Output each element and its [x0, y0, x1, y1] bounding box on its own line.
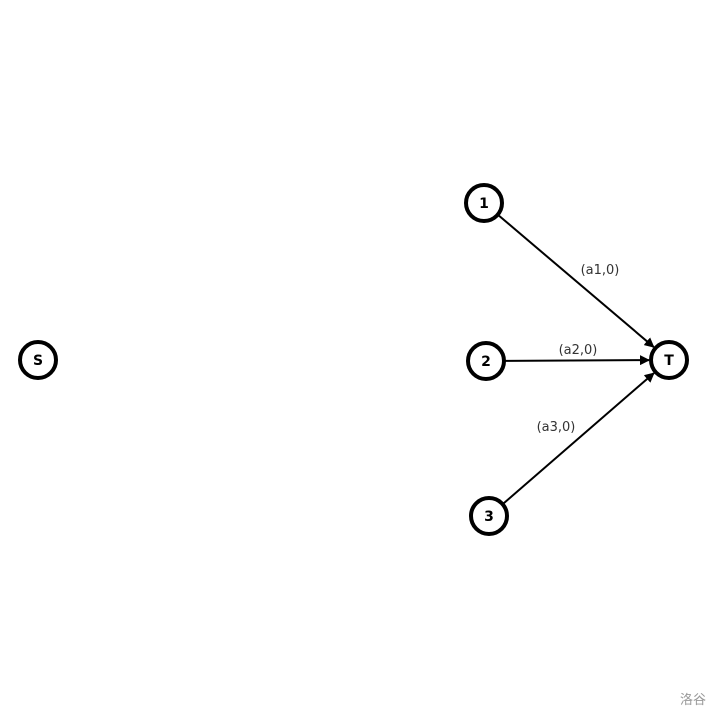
edge-1-T: [497, 213, 655, 348]
node-label: T: [664, 353, 674, 369]
node-circle: [649, 340, 689, 380]
node-label: 3: [484, 509, 494, 525]
node-T: T: [649, 340, 689, 380]
node-2: 2: [466, 341, 506, 381]
node-label: 1: [479, 196, 489, 212]
node-label: 2: [481, 354, 491, 370]
node-1: 1: [464, 183, 504, 223]
edge-label: (a1,0): [581, 263, 620, 278]
node-circle: [469, 496, 509, 536]
edge-2-T: [503, 355, 651, 366]
node-S: S: [18, 340, 58, 380]
node-3: 3: [469, 496, 509, 536]
edge-3-T: [501, 372, 655, 505]
node-circle: [466, 341, 506, 381]
edge-label: (a2,0): [559, 343, 598, 358]
node-label: S: [33, 353, 43, 369]
node-circle: [18, 340, 58, 380]
edge-label: (a3,0): [537, 420, 576, 435]
node-circle: [464, 183, 504, 223]
watermark: 洛谷: [679, 693, 706, 708]
